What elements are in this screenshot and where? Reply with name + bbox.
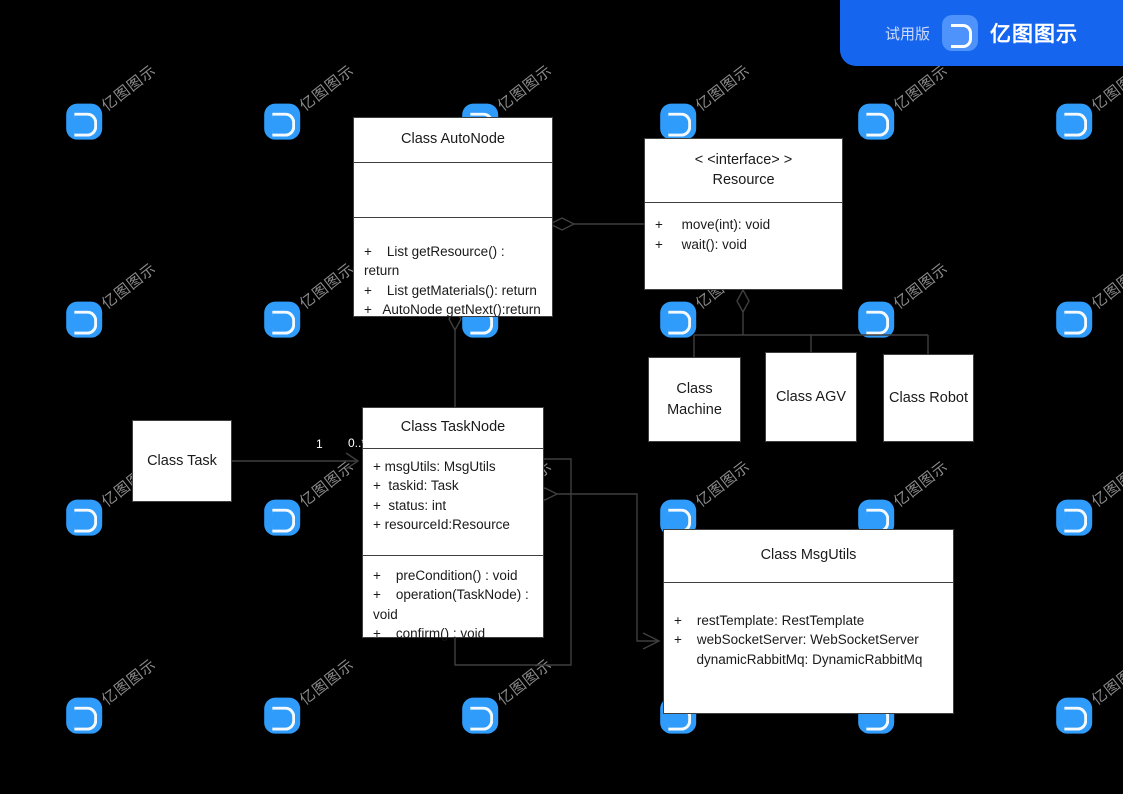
- multiplicity-tasknode-side: 0..*: [348, 436, 367, 450]
- trial-banner[interactable]: 试用版 亿图图示: [840, 0, 1123, 66]
- method-row: + List getMaterials(): return: [364, 282, 537, 298]
- divider: [354, 216, 552, 218]
- attributes-tasknode: + msgUtils: MsgUtils + taskid: Task + st…: [363, 449, 543, 555]
- class-name-robot: Class Robot: [889, 389, 968, 406]
- method-row: + List getResource() : return: [364, 243, 509, 279]
- methods-autonode: + List getResource() : return + List get…: [354, 218, 552, 328]
- divider: [664, 581, 953, 583]
- attribute-row: + msgUtils: MsgUtils: [373, 458, 496, 474]
- attribute-row: + restTemplate: RestTemplate: [674, 612, 865, 628]
- class-name-resource: Resource: [712, 171, 775, 188]
- brand-name: 亿图图示: [990, 22, 1078, 46]
- divider: [363, 554, 543, 556]
- class-name-machine: Class Machine: [667, 381, 722, 418]
- method-row: + operation(TaskNode) : void: [373, 587, 533, 622]
- divider: [363, 447, 543, 449]
- method-row: + preCondition() : void: [373, 567, 518, 583]
- divider: [645, 202, 842, 204]
- class-name-autonode: Class AutoNode: [401, 131, 505, 147]
- class-box-msgutils[interactable]: Class MsgUtils + restTemplate: RestTempl…: [663, 529, 954, 714]
- class-box-resource[interactable]: < <interface> > Resource + move(int): vo…: [644, 138, 843, 290]
- divider: [354, 161, 552, 163]
- class-box-robot[interactable]: Class Robot: [883, 354, 974, 442]
- attribute-row: + status: int: [373, 497, 447, 513]
- method-row: + AutoNode getNext():return: [364, 302, 541, 318]
- methods-tasknode: + preCondition() : void + operation(Task…: [363, 556, 543, 652]
- methods-resource: + move(int): void + wait(): void: [645, 203, 842, 262]
- arrowhead-task-tasknode: [345, 452, 360, 470]
- interface-header-resource: < <interface> > Resource: [645, 139, 842, 202]
- class-name-tasknode: Class TaskNode: [400, 419, 506, 435]
- multiplicity-task-side: 1: [316, 437, 323, 451]
- method-row: + wait(): void: [655, 236, 747, 252]
- class-box-tasknode[interactable]: Class TaskNode + msgUtils: MsgUtils + ta…: [362, 407, 544, 641]
- stereotype-resource: < <interface> >: [694, 152, 793, 168]
- class-name-msgutils: Class MsgUtils: [760, 547, 857, 563]
- arrowhead-tasknode-msgutils: [642, 632, 661, 650]
- class-box-autonode[interactable]: Class AutoNode + List getResource() : re…: [353, 117, 553, 317]
- class-box-agv[interactable]: Class AGV: [765, 352, 857, 442]
- trial-label: 试用版: [884, 24, 930, 43]
- class-name-task: Class Task: [147, 452, 217, 469]
- attribute-row: + resourceId:Resource: [373, 517, 510, 533]
- attribute-row: + taskid: Task: [373, 478, 459, 494]
- class-box-machine[interactable]: Class Machine: [648, 357, 741, 442]
- attribute-row: dynamicRabbitMq: DynamicRabbitMq: [674, 651, 923, 667]
- attributes-autonode: [354, 163, 552, 217]
- aggregation-diamond-autonode-resource: [548, 217, 576, 231]
- method-row: + move(int): void: [655, 217, 771, 233]
- aggregation-diamond-resource-tree: [736, 288, 750, 314]
- class-box-task[interactable]: Class Task: [132, 420, 232, 502]
- connector-tasknode-msgutils: [557, 493, 657, 642]
- class-name-agv: Class AGV: [775, 388, 847, 405]
- attributes-msgutils: + restTemplate: RestTemplate + webSocket…: [664, 583, 953, 678]
- connector-tasknode-self: [454, 458, 572, 666]
- edraw-logo-icon: [942, 15, 978, 51]
- edraw-logo-glyph: [951, 24, 972, 48]
- method-row: + confirm() : void: [373, 626, 486, 642]
- attribute-row: + webSocketServer: WebSocketServer: [674, 632, 919, 648]
